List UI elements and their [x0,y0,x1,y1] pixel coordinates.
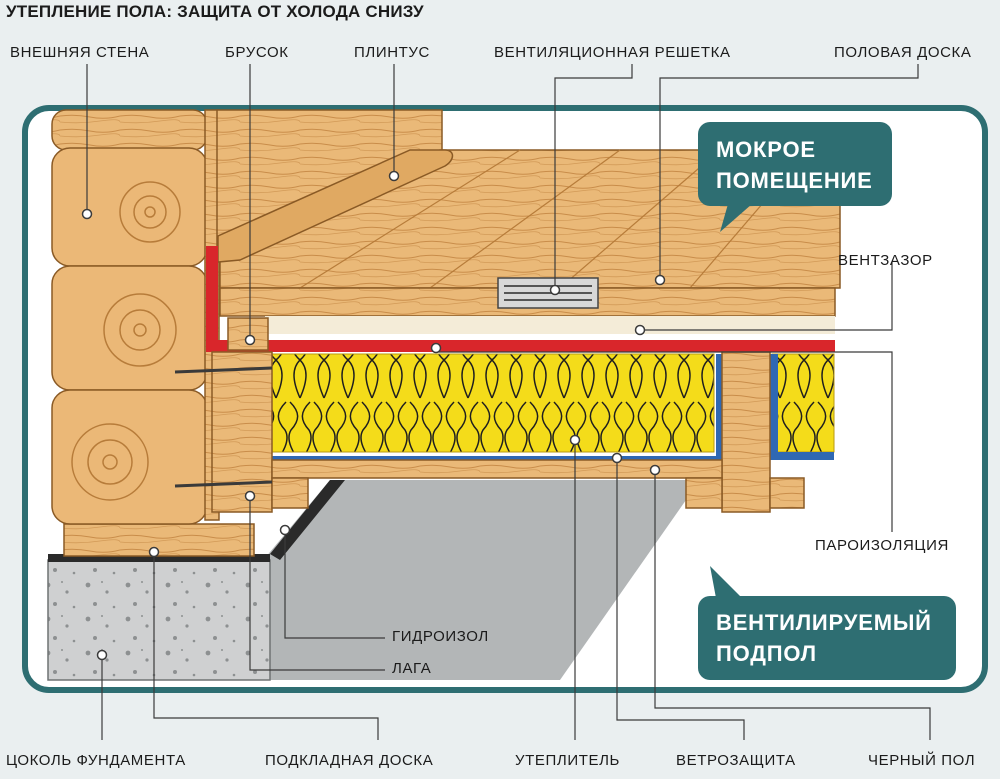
vent-grille [497,277,599,309]
label-vent-gap: ВЕНТЗАЗОР [838,252,933,269]
label-skirting: ПЛИНТУС [354,44,430,61]
label-joist: ЛАГА [392,660,432,677]
joist-right [721,351,771,513]
nails [174,366,273,488]
foundation-plinth [47,559,271,681]
label-vapor-barrier: ПАРОИЗОЛЯЦИЯ [815,537,949,554]
label-vent-grille: ВЕНТИЛЯЦИОННАЯ РЕШЕТКА [494,44,731,61]
callout-vent-subfloor-line1: ВЕНТИЛИРУЕМЫЙ [716,610,932,635]
label-outer-wall: ВНЕШНЯЯ СТЕНА [10,44,150,61]
callout-wet-room-line1: МОКРОЕ [716,137,816,162]
page-title: УТЕПЛЕНИЕ ПОЛА: ЗАЩИТА ОТ ХОЛОДА СНИЗУ [6,2,424,21]
callout-vent-subfloor-line2: ПОДПОЛ [716,641,817,666]
outer-wall [51,109,220,525]
label-foundation-plinth: ЦОКОЛЬ ФУНДАМЕНТА [6,752,186,769]
waterproofing-slope [270,480,345,560]
vapor-barrier-membrane [206,246,835,352]
callout-wet-room-line2: ПОМЕЩЕНИЕ [716,168,873,193]
label-wind-barrier: ВЕТРОЗАЩИТА [676,752,796,769]
label-subfloor: ЧЕРНЫЙ ПОЛ [868,752,976,769]
bar-block [227,317,269,351]
callout-wet-room: МОКРОЕ ПОМЕЩЕНИЕ [698,122,892,232]
insulation-layer [271,353,715,453]
label-insulation: УТЕПЛИТЕЛЬ [515,752,620,769]
label-waterproofing: ГИДРОИЗОЛ [392,628,489,645]
joist-left [211,351,273,513]
ground-shadow [255,480,700,680]
callout-vent-subfloor: ВЕНТИЛИРУЕМЫЙ ПОДПОЛ [698,566,956,680]
label-floor-board: ПОЛОВАЯ ДОСКА [834,44,972,61]
leader-dots [81,170,666,661]
subfloor-board [271,459,723,479]
label-bar: БРУСОК [225,44,289,61]
label-lining-board: ПОДКЛАДНАЯ ДОСКА [265,752,434,769]
waterproofing-layer [48,554,270,562]
vent-gap [265,316,835,334]
insulation-layer-right [771,353,835,453]
leader-lines [86,64,931,740]
